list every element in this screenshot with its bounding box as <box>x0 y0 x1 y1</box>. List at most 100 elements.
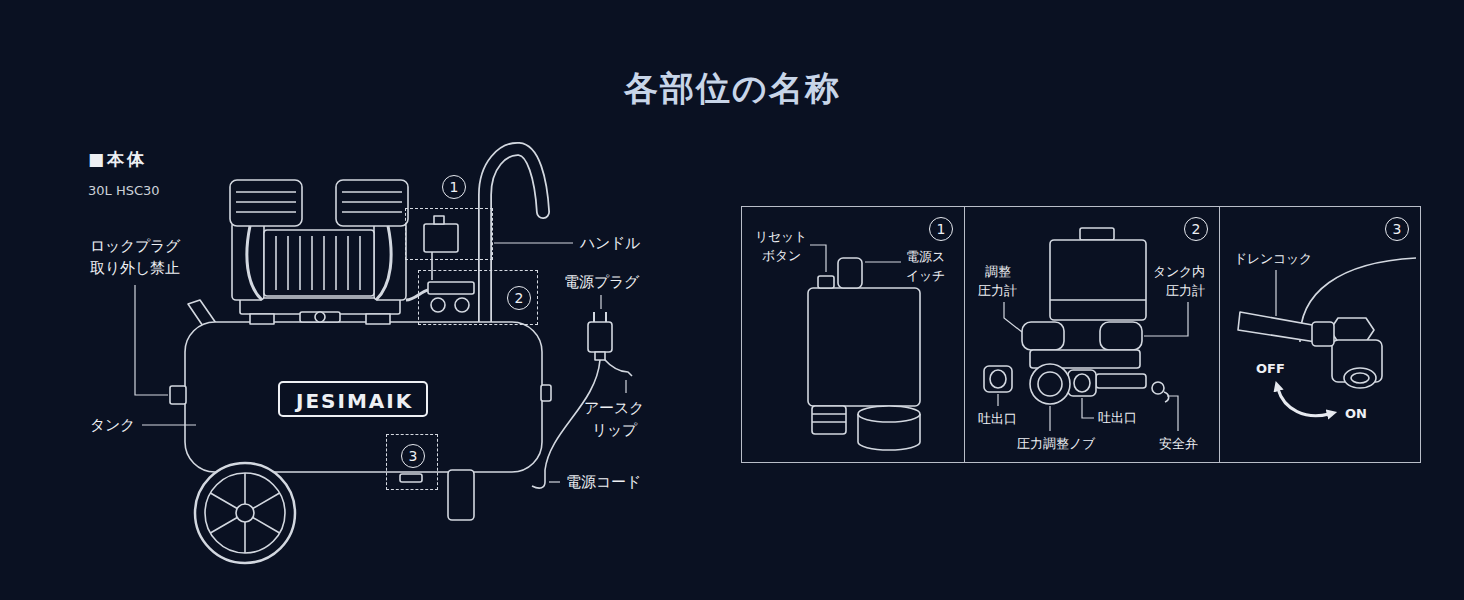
callout-number: 2 <box>507 286 531 310</box>
drain-detail <box>1312 322 1334 346</box>
leader-lines <box>1004 302 1022 332</box>
motor-drawing <box>376 226 391 300</box>
switch-detail <box>812 414 846 422</box>
tank-drawing <box>541 385 551 401</box>
motor-drawing <box>232 222 264 300</box>
switch-detail <box>808 288 920 406</box>
callout-number: 3 <box>401 444 425 468</box>
part-label: 吐出口 <box>1098 410 1137 426</box>
motor-drawing <box>236 192 402 212</box>
pressure-detail <box>1050 299 1146 301</box>
drain-detail <box>1238 312 1318 342</box>
section-heading: ■本体 <box>88 149 147 170</box>
detail-panel: 3ドレンコックOFFON <box>1220 206 1421 463</box>
power-plug-drawing <box>603 358 632 376</box>
part-label: 電源コード <box>566 473 641 492</box>
wheel-drawing <box>236 504 254 522</box>
power-plug-drawing <box>588 322 612 352</box>
wheel-drawing <box>205 473 285 553</box>
motor-drawing <box>250 314 274 324</box>
power-plug-drawing <box>595 352 605 360</box>
switch-detail <box>812 406 846 434</box>
switch-and-manifold <box>431 252 433 280</box>
pressure-detail <box>990 370 1006 388</box>
drain-detail <box>1330 318 1374 342</box>
switch-and-manifold <box>406 290 428 300</box>
pressure-detail <box>1050 240 1146 320</box>
leader-lines <box>135 243 626 482</box>
motor-drawing <box>247 226 262 300</box>
pressure-detail <box>1164 392 1169 402</box>
leader-lines <box>135 285 168 395</box>
leader-lines <box>625 380 626 393</box>
switch-and-manifold <box>424 224 458 252</box>
motor-drawing <box>315 312 325 322</box>
leader-lines <box>997 394 998 406</box>
part-label: 電源ス イッチ <box>906 248 945 286</box>
switch-state: ON <box>1345 406 1367 422</box>
switch-detail <box>808 258 920 450</box>
power-plug-drawing <box>594 312 606 322</box>
part-label: 電源プラグ <box>564 273 639 292</box>
part-label: ロックプラグ 取り外し禁止 <box>90 236 180 280</box>
leader-lines <box>142 424 196 425</box>
detail-panel: 1 リセット ボタン電源ス イッチ <box>741 206 965 463</box>
leader-lines <box>810 245 826 272</box>
switch-and-manifold <box>428 282 474 294</box>
power-plug-drawing <box>532 360 600 488</box>
tank-drawing <box>170 386 186 404</box>
pressure-detail <box>1030 364 1070 404</box>
leader-lines <box>1275 270 1276 316</box>
tank-drawing <box>400 474 422 482</box>
detail-drawings <box>808 228 1416 450</box>
motor-drawing <box>276 236 360 290</box>
part-label: 安全弁 <box>1159 436 1198 452</box>
pressure-detail <box>1068 370 1096 396</box>
motor-drawing <box>300 312 340 322</box>
switch-detail <box>818 276 834 288</box>
tank-drawing <box>185 322 542 472</box>
part-label: 調整 圧力計 <box>978 263 1017 301</box>
switch-and-manifold <box>406 216 474 312</box>
detail-callout-box: 3 <box>386 434 438 490</box>
detail-callout-box: 1 <box>405 208 493 260</box>
part-label: タンク内 圧力計 <box>1153 263 1205 301</box>
model-name: 30L HSC30 <box>88 183 160 199</box>
switch-detail <box>838 258 862 288</box>
callout-number: 3 <box>1385 217 1409 241</box>
part-label: 吐出口 <box>978 411 1017 427</box>
leader-lines <box>1049 406 1050 431</box>
part-label: アースク リップ <box>584 398 644 442</box>
pressure-detail <box>1038 372 1062 396</box>
brand-logo: JESIMAIK <box>296 389 413 414</box>
tank-drawing <box>448 470 474 520</box>
switch-and-manifold <box>431 298 445 312</box>
drain-detail <box>1351 373 1369 383</box>
callout-number: 1 <box>929 217 953 241</box>
pressure-detail <box>1152 382 1164 394</box>
switch-and-manifold <box>455 298 469 312</box>
page-title: 各部位の名称 <box>624 67 841 110</box>
detail-callout-box: 2 <box>418 270 538 325</box>
pressure-detail <box>984 228 1169 404</box>
part-label: リセット ボタン <box>755 228 807 266</box>
switch-and-manifold <box>434 216 444 224</box>
wheel-drawing <box>195 463 295 563</box>
detail-panel: 2調整 圧力計タンク内 圧力計吐出口吐出口圧力調整ノブ安全弁 <box>965 206 1220 463</box>
part-label: ハンドル <box>580 234 640 253</box>
brand-logo-box: JESIMAIK <box>278 381 428 417</box>
motor-drawing <box>264 230 374 296</box>
motor-drawing <box>336 180 408 226</box>
switch-arrow <box>1278 389 1329 416</box>
pressure-detail <box>984 366 1012 392</box>
wheel-drawing <box>195 463 295 563</box>
compressor-illustration <box>170 149 632 563</box>
motor-drawing <box>366 314 390 324</box>
motor-drawing <box>374 222 406 300</box>
pressure-detail <box>1096 374 1146 388</box>
part-label: タンク <box>90 416 135 435</box>
drain-detail <box>1344 368 1376 388</box>
part-label: ドレンコック <box>1234 251 1312 267</box>
